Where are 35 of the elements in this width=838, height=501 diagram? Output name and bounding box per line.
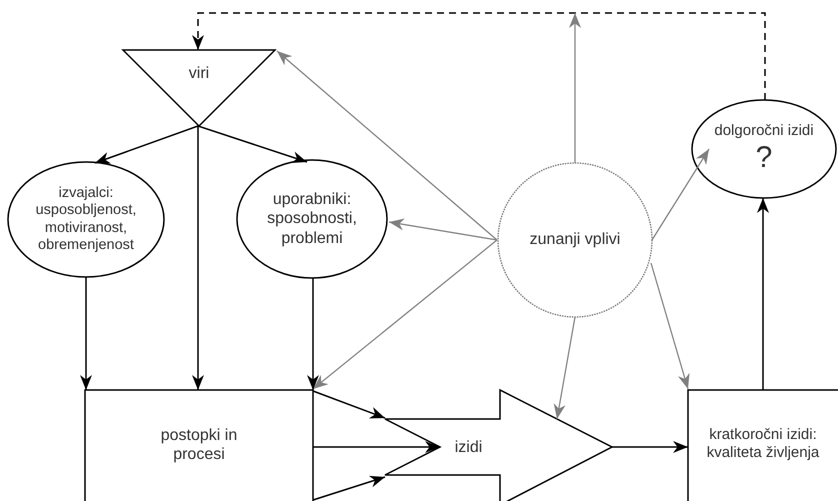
- arrow: [757, 198, 769, 390]
- arrow: [192, 126, 204, 390]
- arrow: [612, 441, 688, 453]
- arrow: [652, 148, 710, 240]
- node-label: dolgoročni izidi: [714, 122, 814, 140]
- node-label: uporabniki: sposobnosti, problemi: [266, 190, 358, 248]
- arrow: [198, 125, 308, 163]
- node-label: izvajalci: usposobljenost, motiviranost, obremenjenost: [34, 184, 138, 254]
- arrow: [569, 13, 581, 163]
- arrow: [312, 240, 498, 390]
- dashed-arrow: [192, 12, 766, 100]
- node-label: zunanji vplivi: [530, 230, 620, 250]
- arrow: [80, 277, 92, 390]
- arrow: [94, 125, 198, 164]
- node-symbol: ?: [756, 140, 772, 176]
- node-label: viri: [188, 64, 210, 84]
- arrow: [650, 262, 690, 390]
- ellipse-node: [692, 100, 836, 198]
- arrow: [313, 441, 440, 453]
- arrow: [276, 50, 498, 240]
- block-arrow: [385, 390, 612, 501]
- arrow: [312, 476, 386, 501]
- arrow: [388, 218, 498, 241]
- arrow: [554, 316, 576, 420]
- process-box: [85, 390, 313, 501]
- arrow: [312, 390, 386, 419]
- ellipse-node: [8, 162, 164, 277]
- ellipse-node: [237, 160, 387, 278]
- arrow: [307, 278, 319, 390]
- node-label: izidi: [454, 438, 482, 458]
- result-box: [688, 390, 838, 501]
- node-label: kratkoročni izidi: kvaliteta življenja: [706, 426, 820, 462]
- triangle-node: [123, 50, 275, 126]
- node-label: postopki in procesi: [160, 426, 238, 464]
- circle-node: [498, 163, 652, 317]
